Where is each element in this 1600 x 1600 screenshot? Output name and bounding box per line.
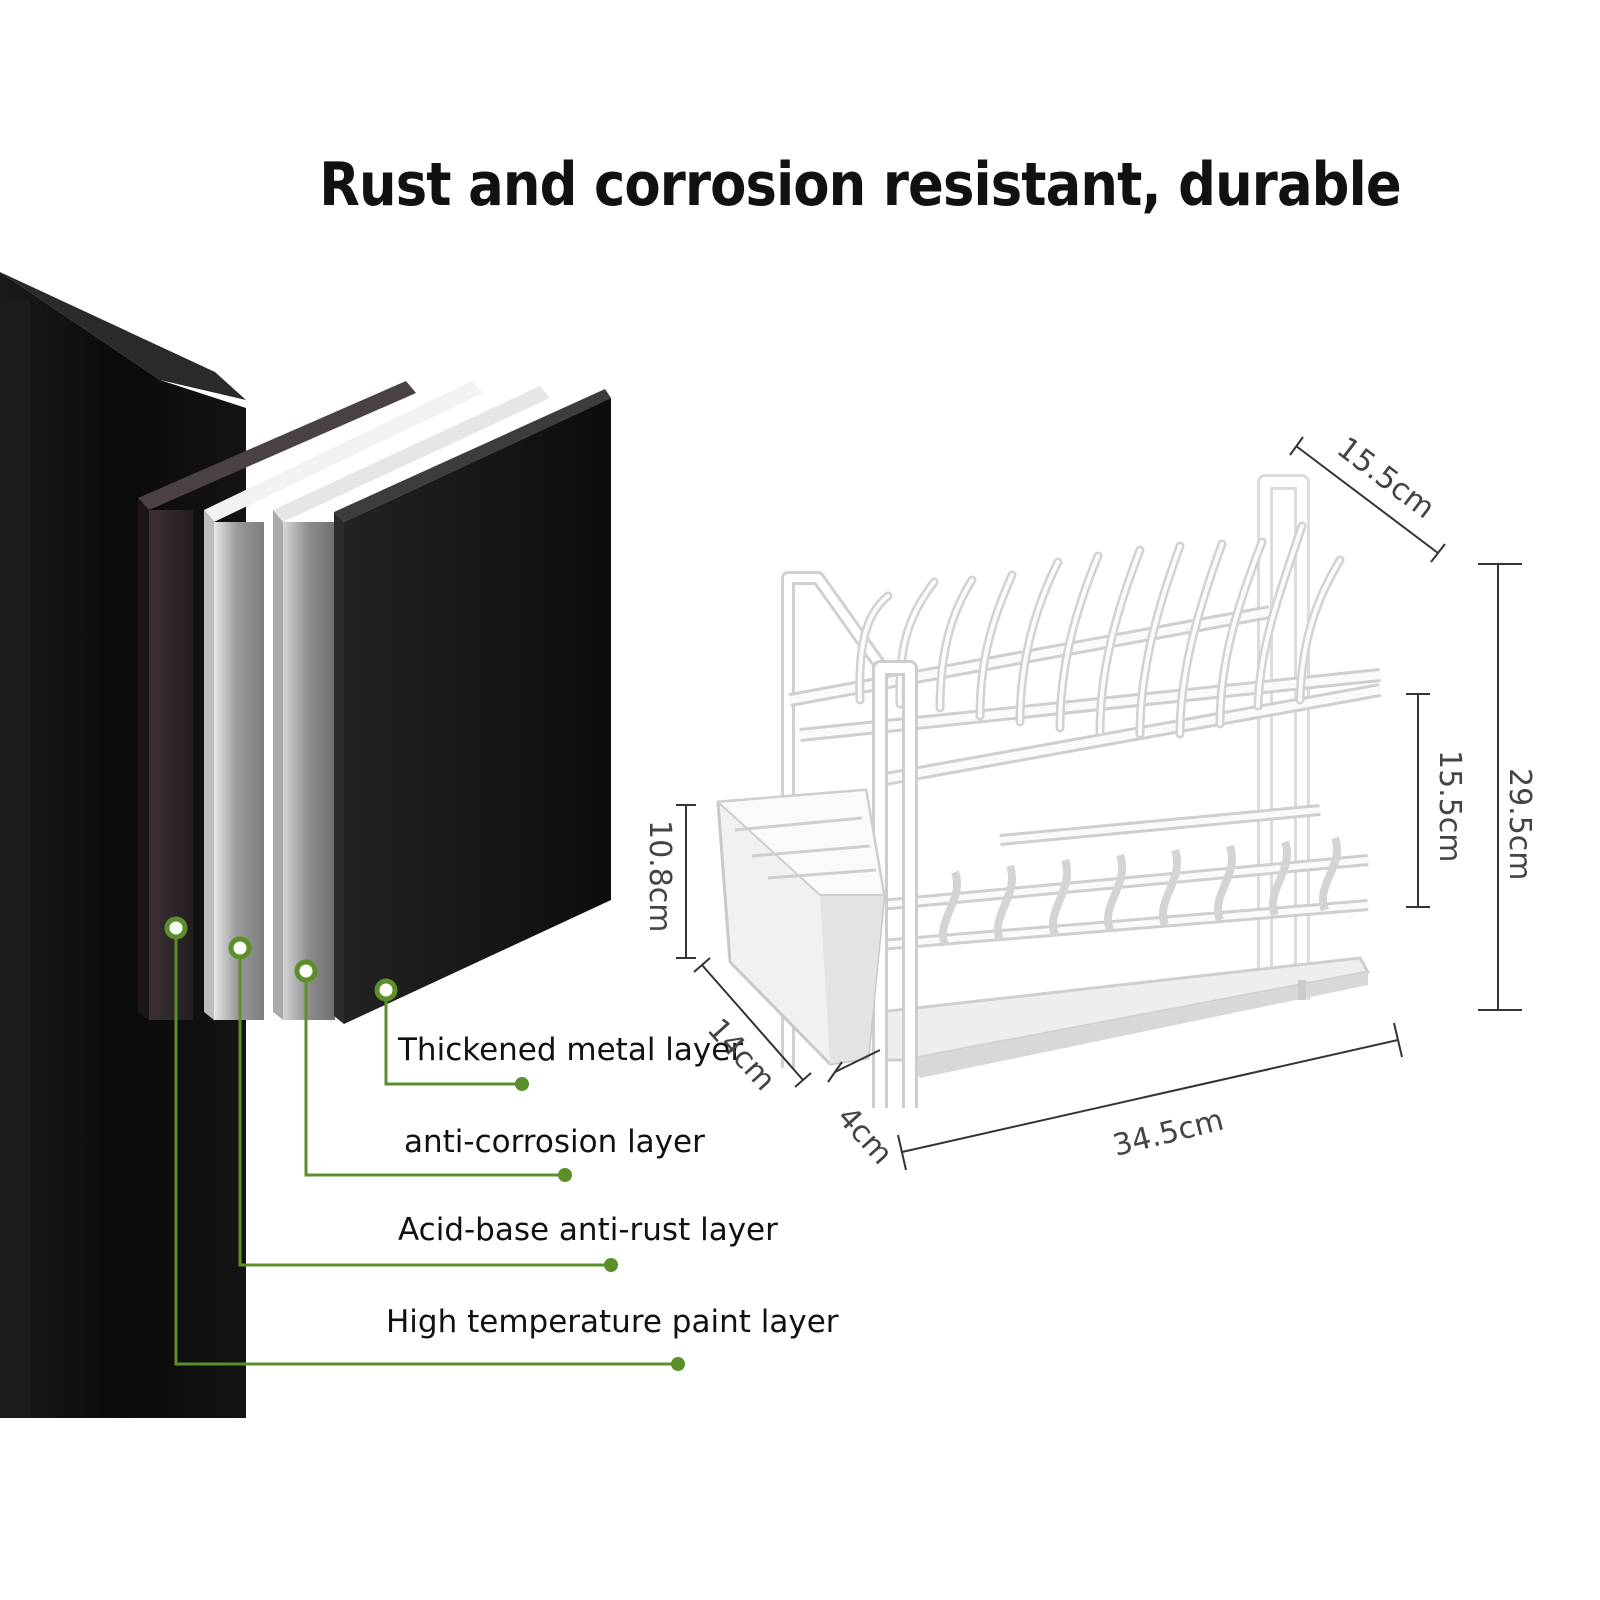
lower-tier (879, 804, 1369, 951)
page-title: Rust and corrosion resistant, durable (319, 150, 1401, 220)
anti-corrosion-layer-sheet (273, 386, 550, 1020)
metal-layer-sheet (334, 389, 611, 1024)
layer-label-anti-corrosion: anti-corrosion layer (404, 1124, 705, 1160)
leader-start-dots (164, 916, 398, 1002)
leader-lines (174, 928, 678, 1366)
dimension-lines (676, 436, 1522, 1171)
drip-tray (878, 956, 1370, 1078)
layer-sheets (138, 381, 611, 1024)
utensil-holder (716, 788, 886, 1066)
layer-label-metal: Thickened metal layer (398, 1032, 744, 1068)
leader-end-dots (515, 1077, 685, 1371)
layer-label-acid-base: Acid-base anti-rust layer (398, 1212, 778, 1248)
layer-label-paint: High temperature paint layer (386, 1304, 839, 1340)
rack-back-frame (1257, 474, 1310, 1000)
lower-plate-guides (939, 836, 1341, 947)
dish-rack-illustration (716, 474, 1382, 1108)
upper-tier (788, 521, 1382, 787)
anti-rust-layer-sheet (204, 381, 483, 1020)
